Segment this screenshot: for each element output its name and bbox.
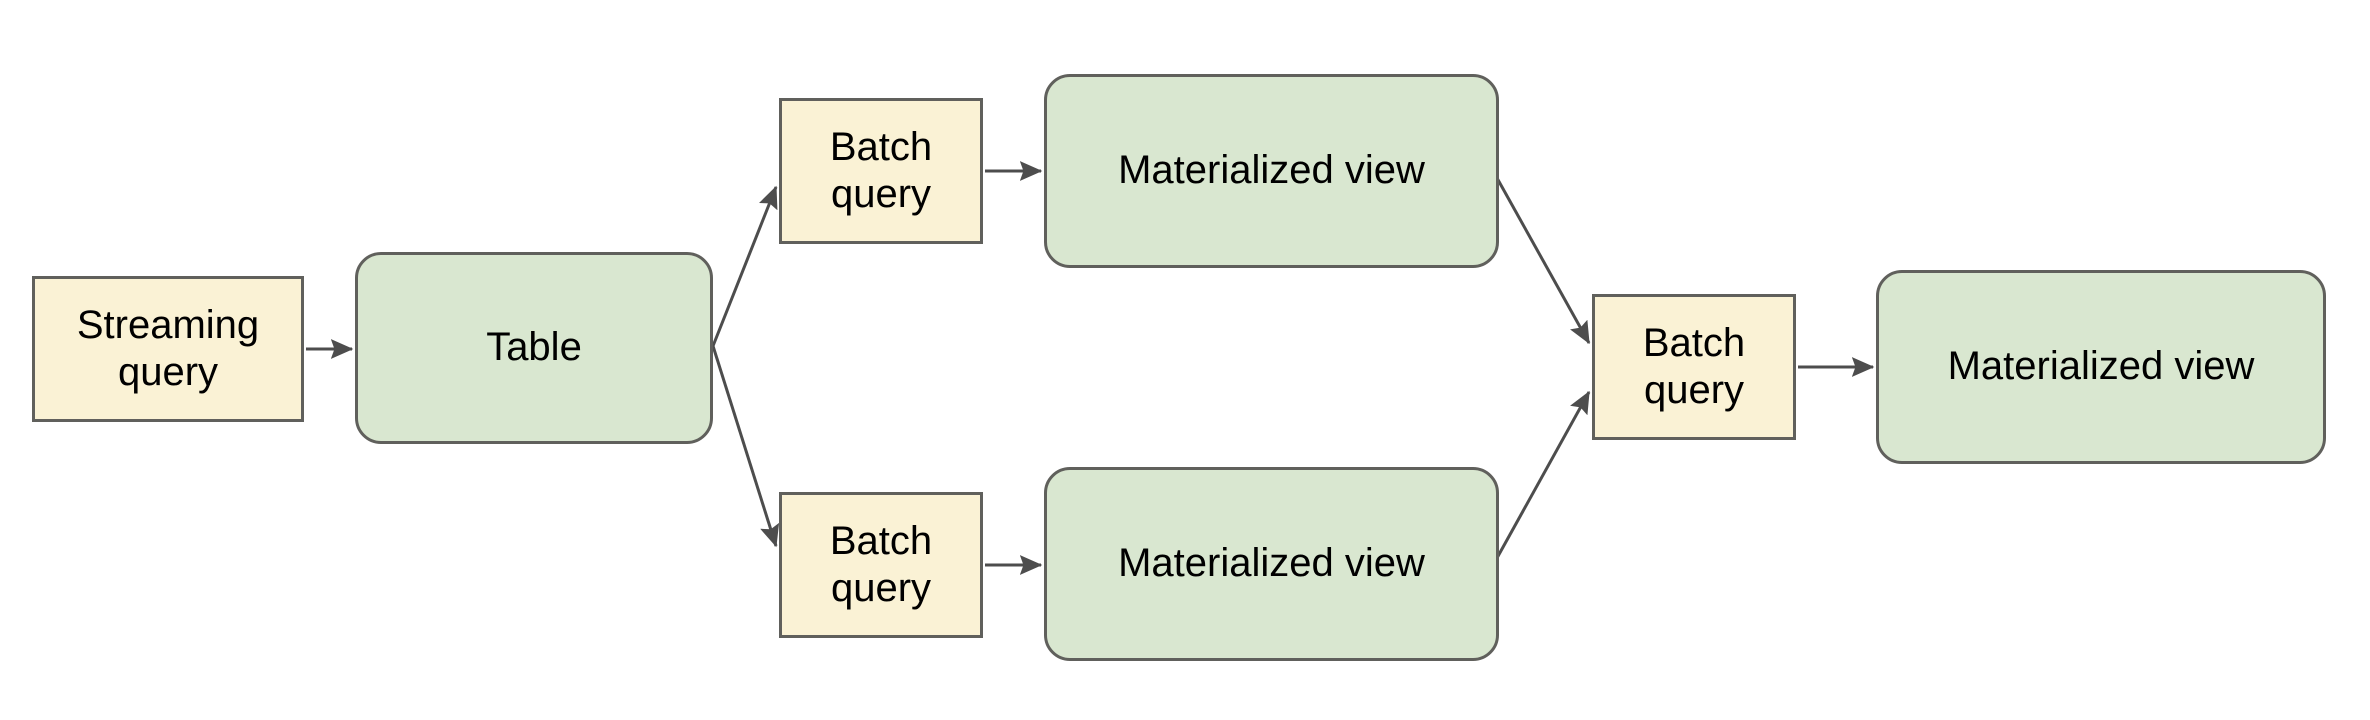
edge-table-to-batch-bottom [711,345,780,548]
node-batch-query-bottom[interactable]: Batch query [779,492,983,638]
node-label-materialized-view-top: Materialized view [1118,148,1425,193]
node-materialized-view-final[interactable]: Materialized view [1876,270,2326,464]
node-label-batch-query-join: Batch query [1642,320,1746,412]
node-table[interactable]: Table [355,252,713,444]
node-label-batch-query-top: Batch query [829,124,933,216]
edge-view-top-to-join [1495,177,1591,345]
node-materialized-view-top[interactable]: Materialized view [1044,74,1499,268]
edge-view-bottom-to-join [1495,390,1591,559]
node-batch-query-top[interactable]: Batch query [779,98,983,244]
node-label-materialized-view-final: Materialized view [1947,344,2255,389]
node-label-streaming-query: Streaming query [76,302,260,394]
node-materialized-view-bottom[interactable]: Materialized view [1044,467,1499,661]
node-label-materialized-view-bottom: Materialized view [1118,541,1425,586]
edge-table-to-batch-top [711,185,778,347]
node-streaming-query[interactable]: Streaming query [32,276,304,422]
node-label-table: Table [486,325,582,370]
node-batch-query-join[interactable]: Batch query [1592,294,1796,440]
node-label-batch-query-bottom: Batch query [829,518,933,610]
